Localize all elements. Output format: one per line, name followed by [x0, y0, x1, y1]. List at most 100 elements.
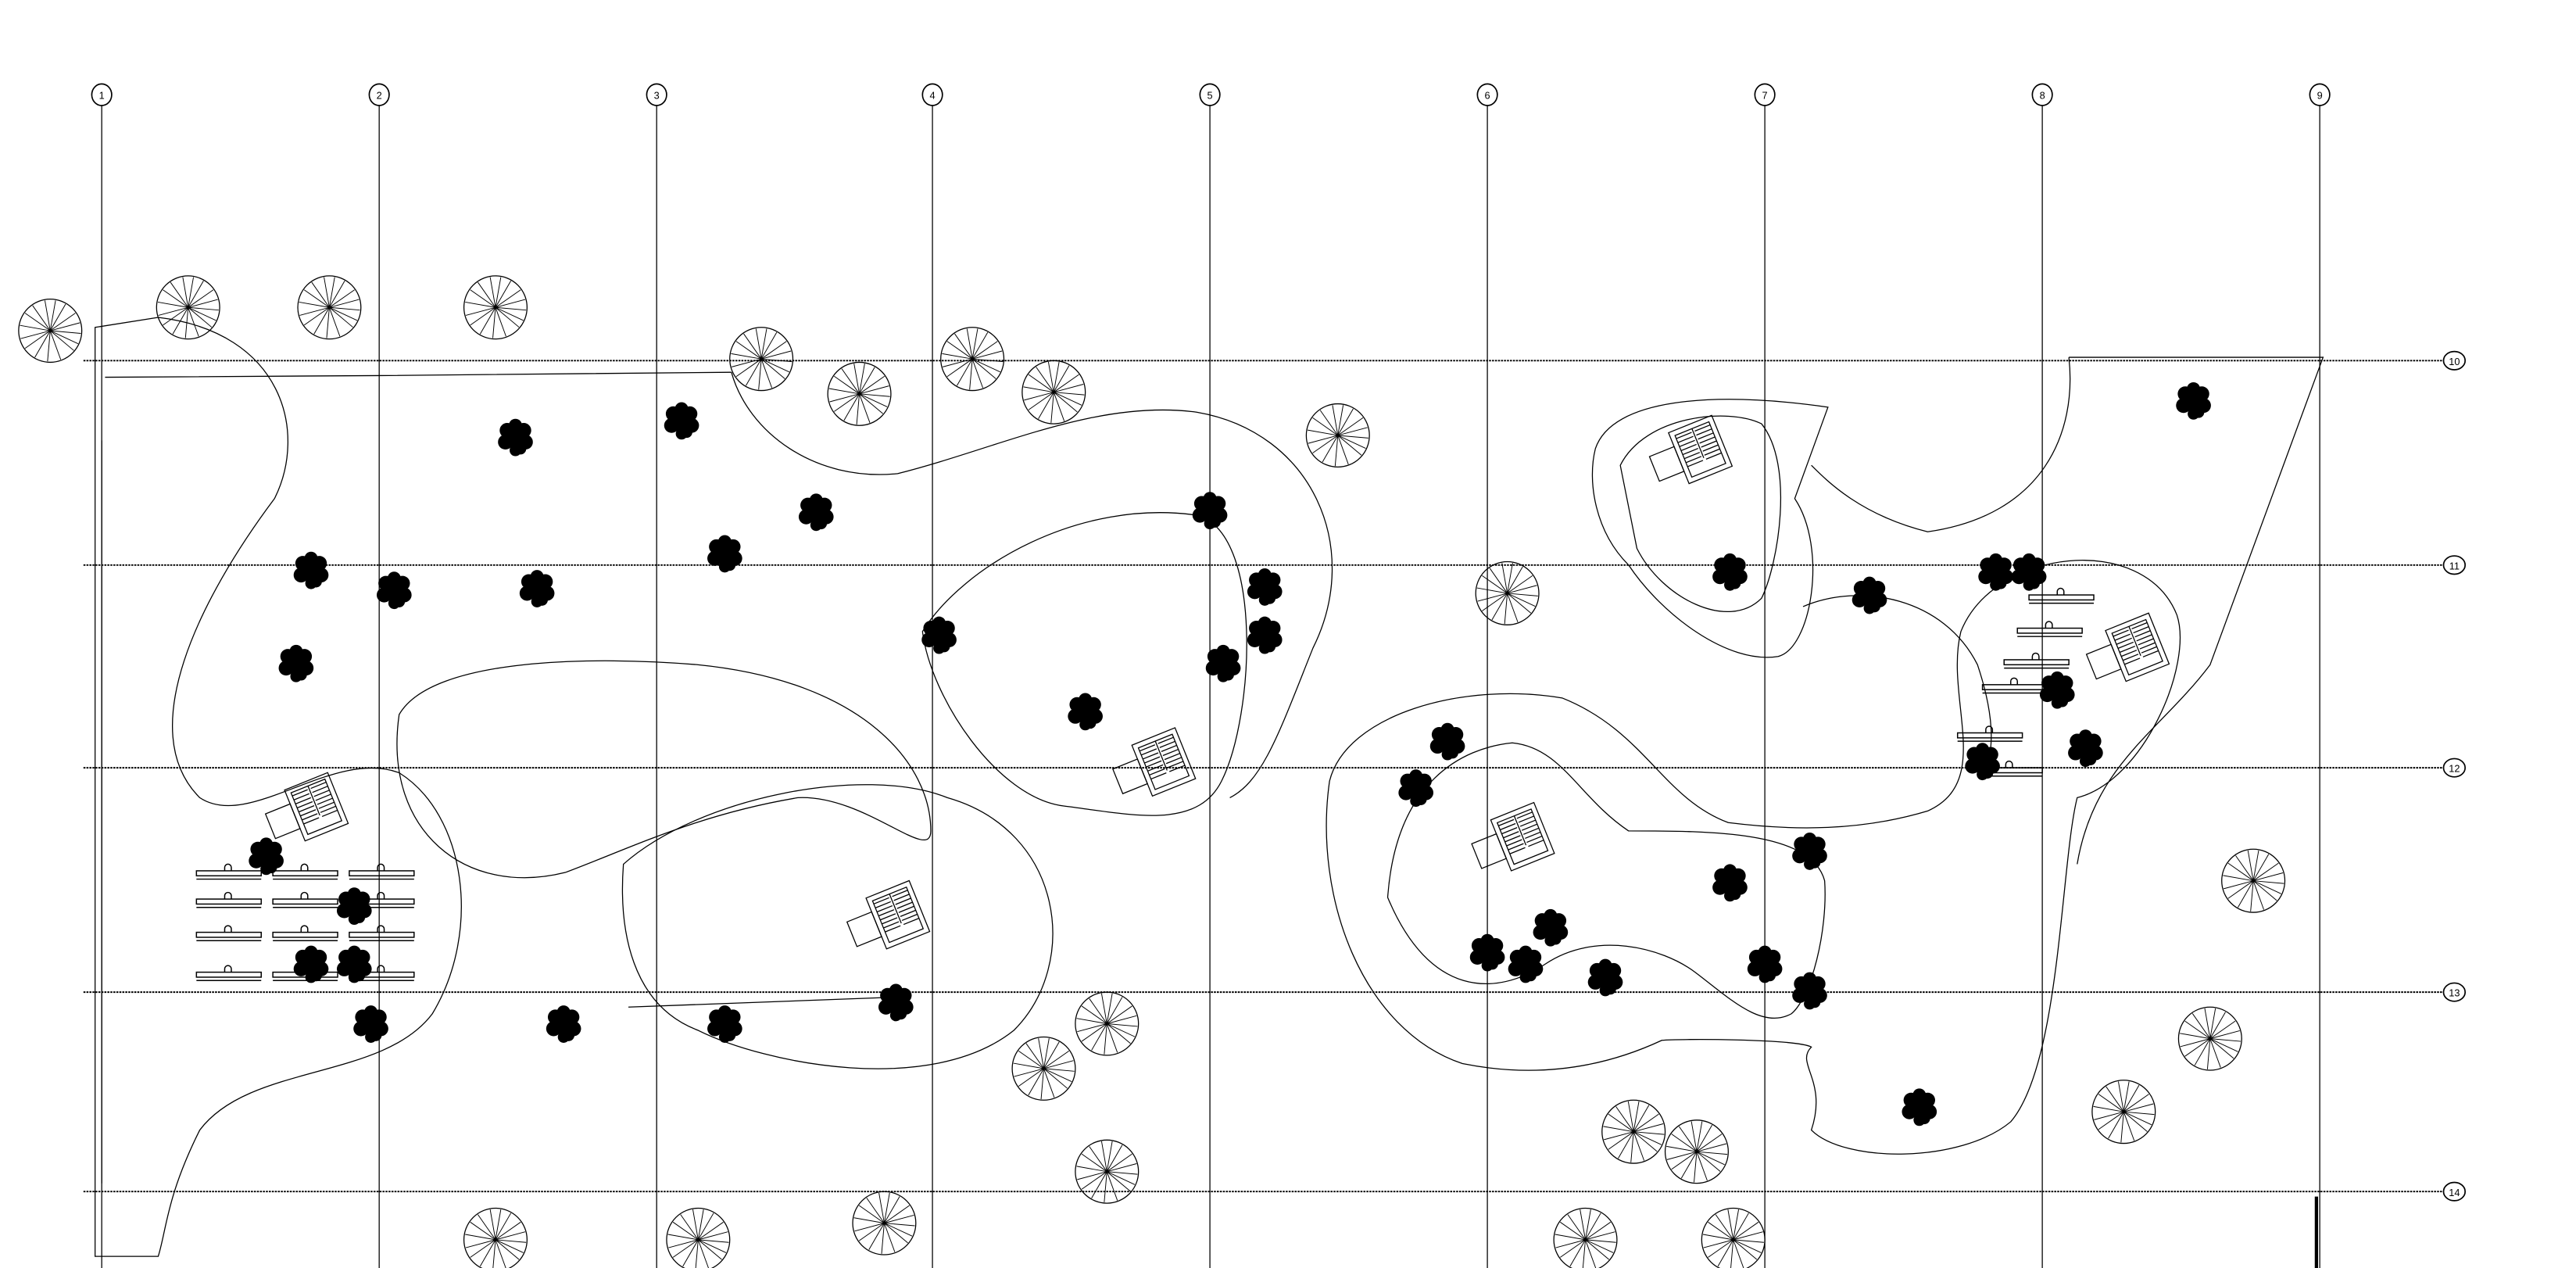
shrub-icon: [1747, 945, 1783, 983]
bench-icon: [349, 965, 415, 981]
open-canopy-tree-icon: [156, 275, 220, 340]
open-canopy-tree-icon: [827, 361, 892, 426]
bench-icon: [195, 891, 262, 908]
shrub-icon: [1398, 769, 1434, 808]
shrub-icon: [546, 1005, 581, 1043]
open-canopy-tree-icon: [1664, 1119, 1729, 1184]
grid-label: 12: [2449, 763, 2460, 775]
shrub-icon: [1587, 958, 1623, 997]
bench-icon: [2003, 652, 2070, 669]
shrub-icon: [707, 1005, 742, 1043]
grid-bubble-column: 4: [921, 83, 943, 106]
shrub-icon: [519, 570, 555, 607]
shrub-icon: [2068, 729, 2103, 768]
shrub-icon: [498, 418, 533, 457]
shrub-icon: [664, 402, 699, 440]
grid-label: 11: [2449, 560, 2460, 571]
grid-bubble-column: 7: [1754, 83, 1776, 106]
grid-bubble-column: 6: [1476, 83, 1498, 106]
grid-label: 9: [2317, 90, 2323, 102]
grid-bubble-row: 11: [2442, 555, 2466, 575]
shrub-icon: [921, 616, 957, 654]
open-canopy-tree-icon: [1011, 1036, 1076, 1101]
grid-label: 7: [1762, 90, 1768, 102]
spiral-stair-icon: [1112, 727, 1197, 797]
grid-bubble-row: 12: [2442, 758, 2466, 778]
shrub-icon: [707, 535, 742, 573]
shrub-icon: [278, 644, 314, 682]
shrub-icon: [1247, 568, 1283, 606]
bench-icon: [272, 965, 338, 981]
shrub-icon: [1469, 933, 1505, 972]
grid-bubble-column: 2: [368, 83, 390, 106]
grid-label: 3: [654, 90, 660, 102]
shrub-icon: [1902, 1088, 1937, 1127]
spiral-stair-icon: [846, 879, 931, 950]
open-canopy-tree-icon: [852, 1191, 917, 1255]
grid-label: 1: [99, 90, 105, 102]
grid-label: 14: [2449, 1187, 2460, 1198]
grid-bubble-row: 14: [2442, 1181, 2466, 1202]
grid-bubble-row: 13: [2442, 982, 2466, 1002]
open-canopy-tree-icon: [1475, 561, 1540, 625]
grid-label: 2: [377, 90, 382, 102]
benches: [195, 587, 2095, 981]
shrub-icon: [1712, 864, 1748, 902]
shrub-icon: [1429, 722, 1465, 761]
shrubs: [249, 381, 2211, 1127]
open-canopy-tree-icon: [666, 1207, 731, 1268]
shrub-icon: [1247, 616, 1283, 654]
shrub-icon: [249, 837, 284, 876]
shrub-icon: [2011, 553, 2047, 591]
grid-label: 5: [1208, 90, 1213, 102]
landscape-curves: [95, 317, 2324, 1268]
shrub-icon: [1978, 553, 2013, 591]
bench-icon: [349, 925, 415, 941]
bench-icon: [1956, 725, 2023, 742]
spiral-stair-icon: [2085, 612, 2170, 682]
grid-bubble-column: 9: [2309, 83, 2331, 106]
shrub-icon: [376, 571, 412, 610]
bench-icon: [349, 891, 415, 908]
bench-icon: [272, 863, 338, 880]
shrub-icon: [878, 983, 914, 1022]
open-canopy-tree-icon: [1075, 1139, 1140, 1204]
open-canopy-tree-icon: [463, 275, 528, 340]
shrub-icon: [1792, 833, 1827, 870]
grid-bubble-column: 1: [91, 83, 113, 106]
open-canopy-tree-icon: [940, 327, 1005, 392]
bench-icon: [195, 965, 262, 981]
bench-icon: [2016, 621, 2083, 637]
grid-bubble-column: 5: [1199, 83, 1221, 106]
shrub-icon: [293, 551, 329, 589]
open-canopy-trees: [18, 275, 2286, 1268]
open-canopy-tree-icon: [297, 275, 362, 340]
open-canopy-tree-icon: [1601, 1099, 1666, 1164]
shrub-icon: [336, 887, 372, 926]
bench-icon: [195, 863, 262, 880]
grid-bubble-row: 10: [2442, 350, 2466, 371]
grid-lines: [83, 104, 2445, 1268]
spiral-stair-icon: [1471, 801, 1555, 872]
grid-bubble-column: 8: [2031, 83, 2053, 106]
open-canopy-tree-icon: [18, 299, 83, 364]
shrub-icon: [1508, 945, 1544, 983]
bench-icon: [349, 863, 415, 880]
shrub-icon: [1852, 576, 1887, 614]
shrub-icon: [2176, 381, 2211, 420]
open-canopy-tree-icon: [2221, 848, 2286, 913]
bench-icon: [195, 925, 262, 941]
grid-bubble-column: 3: [646, 83, 667, 106]
shrub-icon: [1533, 908, 1569, 947]
open-canopy-tree-icon: [463, 1207, 528, 1268]
open-canopy-tree-icon: [2091, 1080, 2156, 1144]
shrub-icon: [353, 1005, 388, 1043]
open-canopy-tree-icon: [1701, 1207, 1766, 1268]
shrub-icon: [2039, 671, 2075, 709]
bench-icon: [2028, 587, 2095, 604]
shrub-icon: [798, 493, 834, 532]
shrub-icon: [1965, 743, 2000, 781]
open-canopy-tree-icon: [1553, 1207, 1618, 1268]
open-canopy-tree-icon: [729, 327, 794, 392]
